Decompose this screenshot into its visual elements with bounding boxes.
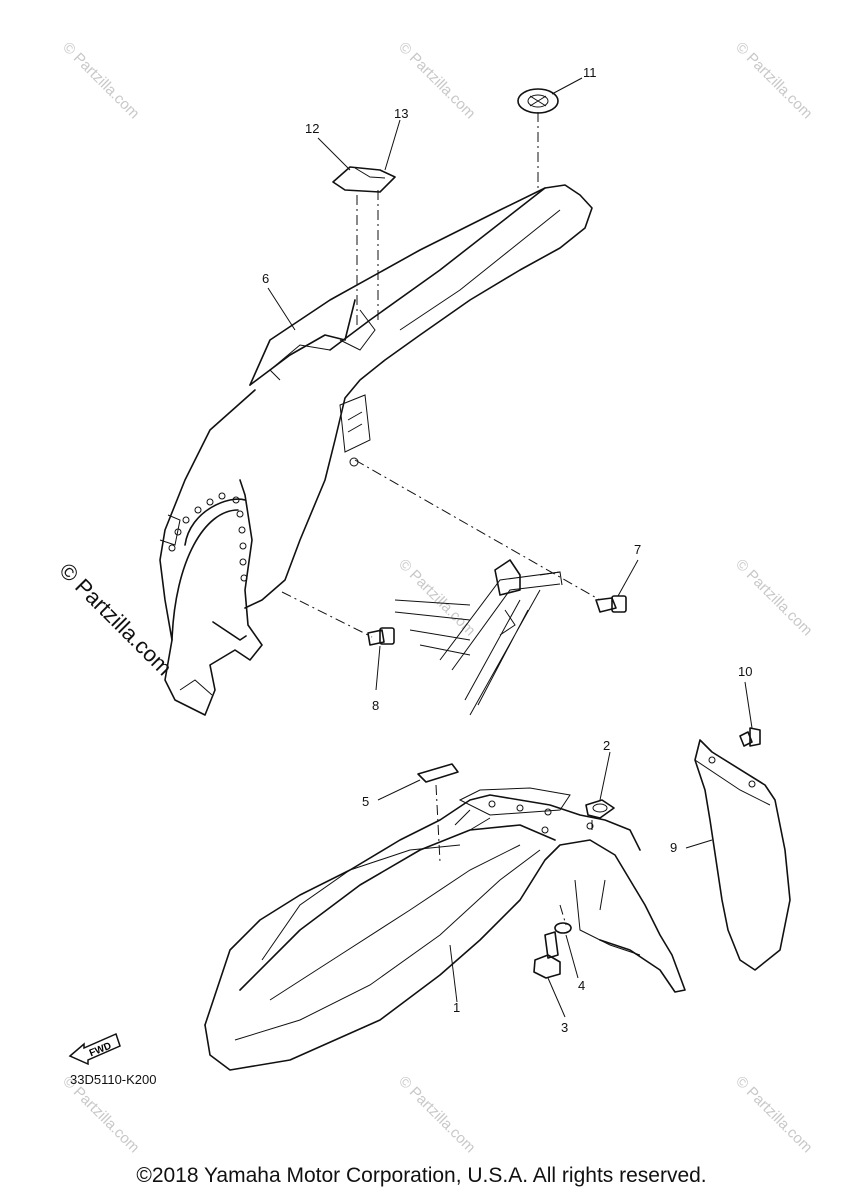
collar-2 bbox=[585, 799, 615, 819]
front-fender bbox=[204, 787, 686, 1071]
callout-1: 1 bbox=[453, 1000, 460, 1015]
frame-sketch bbox=[394, 559, 563, 716]
callout-10: 10 bbox=[738, 664, 752, 679]
bolt-8 bbox=[367, 627, 395, 646]
bolt-7 bbox=[595, 595, 627, 613]
fork-guard-9 bbox=[694, 739, 791, 971]
callout-9: 9 bbox=[670, 840, 677, 855]
rear-fender bbox=[159, 184, 593, 716]
decal-5 bbox=[417, 763, 459, 783]
callout-11: 11 bbox=[583, 65, 597, 80]
leader-lines bbox=[267, 77, 753, 1018]
callout-7: 7 bbox=[634, 542, 641, 557]
callout-6: 6 bbox=[262, 271, 269, 286]
callout-numbers: 1 2 3 4 5 6 7 8 9 10 11 12 13 bbox=[262, 65, 752, 1035]
callout-2: 2 bbox=[603, 738, 610, 753]
alignment-lines bbox=[281, 112, 601, 926]
callout-5: 5 bbox=[362, 794, 369, 809]
fwd-label: FWD bbox=[88, 1041, 113, 1060]
watermarks: © Partzilla.com © Partzilla.com © Partzi… bbox=[59, 39, 815, 1156]
watermark-text: © Partzilla.com bbox=[732, 1073, 815, 1156]
copyright-text: ©2018 Yamaha Motor Corporation, U.S.A. A… bbox=[136, 1164, 707, 1187]
callout-13: 13 bbox=[394, 106, 408, 121]
screw-10 bbox=[739, 727, 761, 747]
callout-4: 4 bbox=[578, 978, 585, 993]
watermark-main: © Partzilla.com bbox=[54, 558, 177, 681]
callout-8: 8 bbox=[372, 698, 379, 713]
watermark-text: © Partzilla.com bbox=[59, 39, 142, 122]
fwd-arrow-icon: FWD bbox=[68, 1032, 121, 1066]
watermark-text: © Partzilla.com bbox=[395, 556, 478, 639]
callout-12: 12 bbox=[305, 121, 319, 136]
diagram-code: 33D5110-K200 bbox=[70, 1072, 157, 1087]
bolt-3 bbox=[533, 931, 561, 979]
watermark-text: © Partzilla.com bbox=[732, 556, 815, 639]
watermark-text: © Partzilla.com bbox=[395, 1073, 478, 1156]
callout-3: 3 bbox=[561, 1020, 568, 1035]
decal-12-13 bbox=[332, 166, 396, 193]
emblem-11 bbox=[517, 88, 559, 114]
watermark-text: © Partzilla.com bbox=[732, 39, 815, 122]
washer-4 bbox=[554, 922, 572, 934]
